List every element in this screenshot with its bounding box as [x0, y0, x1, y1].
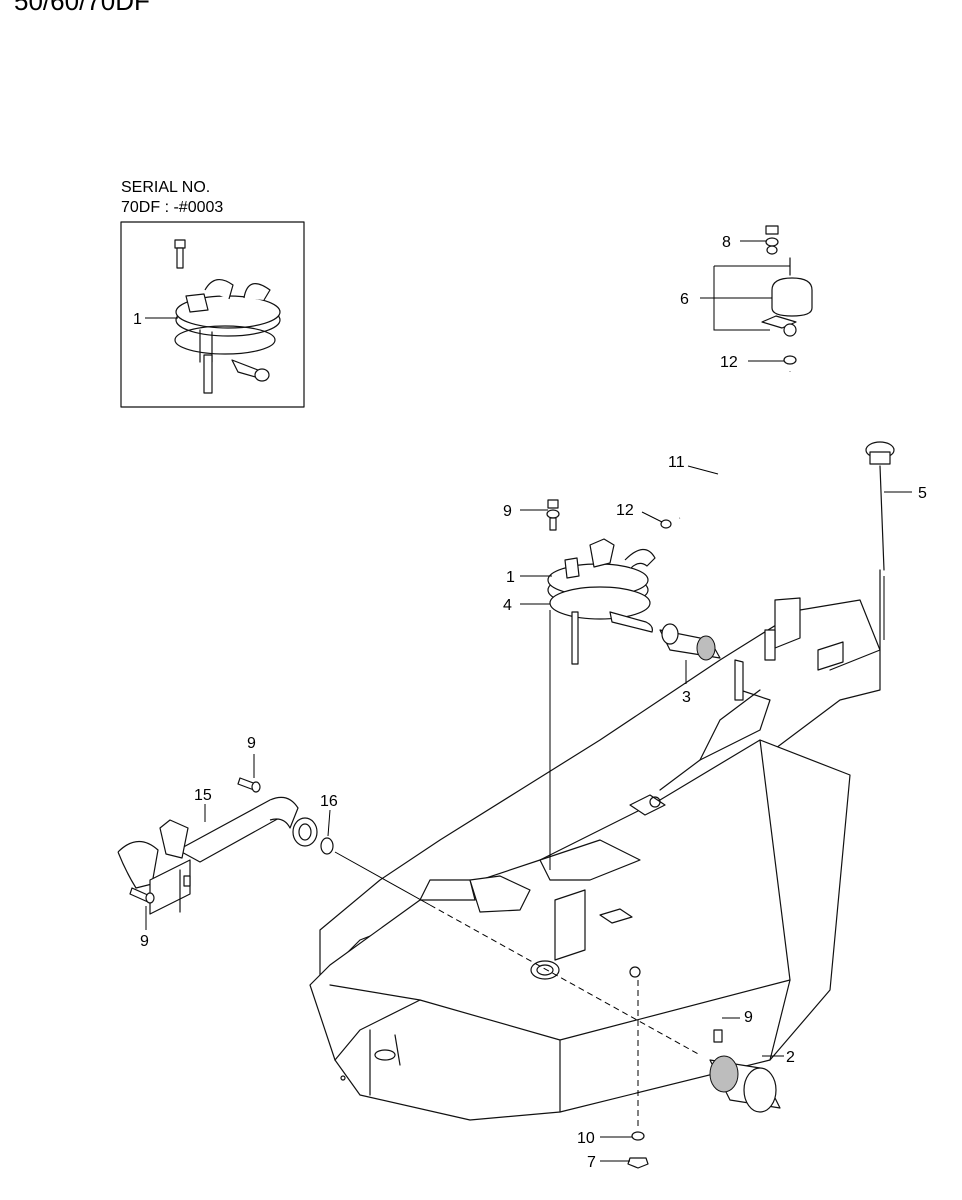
- part-10-washer: [631, 1131, 645, 1141]
- part-12-clamp-mid: [660, 519, 672, 529]
- assembly-lines: [334, 576, 885, 1130]
- page-title: 50/60/70DF: [14, 0, 150, 16]
- leader-lines: [145, 240, 912, 1162]
- part-15-filler-pipe: [117, 796, 318, 915]
- part-9-bolt-left-top: [237, 777, 261, 793]
- callout-9-right: 9: [744, 1009, 753, 1026]
- part-6-cap-assembly: [761, 225, 813, 365]
- part-7-nut: [627, 1157, 649, 1169]
- serial-label: SERIAL NO.: [121, 179, 211, 196]
- callout-12-mid: 12: [616, 502, 634, 519]
- callout-9-top: 9: [503, 503, 512, 520]
- serial-number-note: SERIAL NO. 70DF : -#0003: [121, 178, 223, 218]
- inset-fuel-sender: [174, 279, 281, 394]
- part-5-level-gauge: [829, 441, 895, 671]
- callout-8: 8: [722, 234, 731, 251]
- inset-bolt: [174, 239, 186, 269]
- part-16-o-ring: [320, 837, 334, 855]
- callout-5: 5: [918, 485, 927, 502]
- part-1-fuel-sender: [547, 538, 656, 665]
- callout-4: 4: [503, 597, 512, 614]
- part-9-bolt-left-bottom: [129, 887, 155, 904]
- callout-11: 11: [668, 454, 685, 471]
- callout-1: 1: [506, 569, 515, 586]
- callout-15: 15: [194, 787, 212, 804]
- callout-12-top: 12: [720, 354, 738, 371]
- callout-6: 6: [680, 291, 689, 308]
- serial-range: 70DF : -#0003: [121, 199, 224, 216]
- part-9-bolt-top: [546, 499, 560, 531]
- part-3-strainer: [659, 623, 721, 661]
- callout-3: 3: [682, 689, 691, 706]
- callout-9-left-bottom: 9: [140, 933, 149, 950]
- callout-2: 2: [786, 1049, 795, 1066]
- callout-9-left-top: 9: [247, 735, 256, 752]
- callout-7: 7: [587, 1154, 596, 1171]
- inset-box: 1: [120, 221, 305, 408]
- part-4-gasket: [549, 586, 651, 620]
- callout-10: 10: [577, 1130, 595, 1147]
- callout-1-inset: 1: [133, 311, 142, 328]
- part-2-breather: [709, 1029, 781, 1113]
- callout-labels: 8 6 12 11 5 9 12 1 4 3 9 15 16 9 9 2 10 …: [140, 234, 927, 1171]
- fuel-tank-frame: [309, 597, 881, 1121]
- callout-16: 16: [320, 793, 338, 810]
- part-11-hose: [679, 371, 791, 519]
- part-12-clamp-top: [783, 355, 797, 365]
